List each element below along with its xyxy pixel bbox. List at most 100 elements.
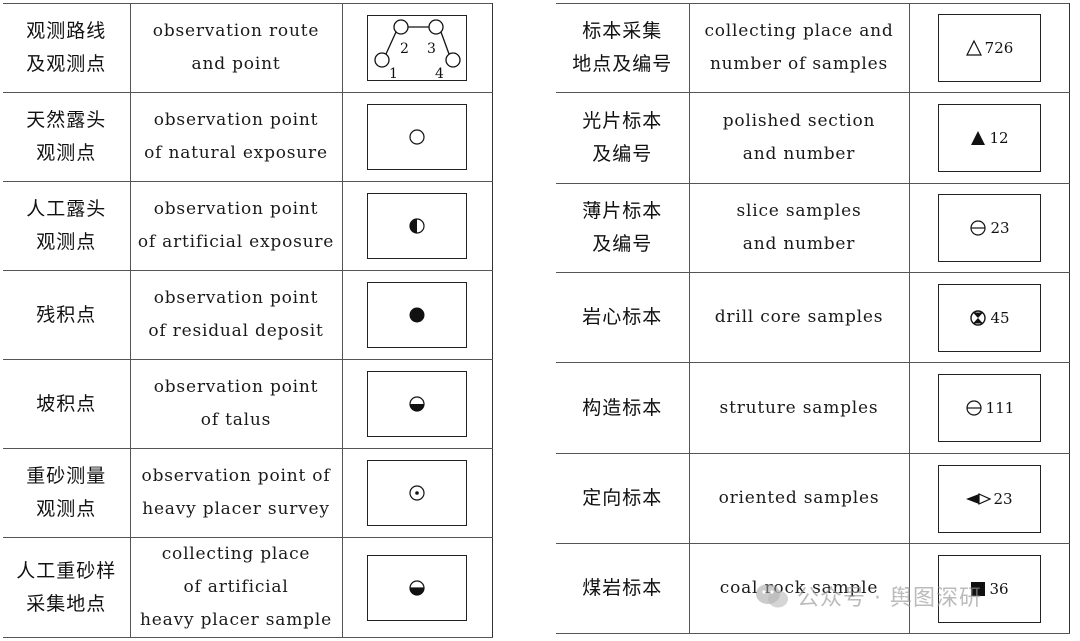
hourglass-circle-icon	[970, 309, 987, 326]
symbol-cell: 36	[908, 543, 1070, 634]
english-term-line: and number	[742, 234, 856, 254]
route-label: 1	[389, 66, 398, 81]
english-term-line: polished section	[722, 111, 876, 131]
symbol-cell: 2 3 1 4	[341, 3, 493, 93]
legend-row: 构造标本 struture samples 111	[556, 362, 1070, 454]
sample-number: 23	[990, 219, 1010, 237]
chinese-term-line: 及编号	[592, 143, 653, 165]
sample-number: 45	[990, 308, 1010, 327]
chinese-term-line: 观测点	[36, 498, 97, 520]
chinese-term: 天然露头观测点	[3, 92, 131, 182]
half-bottom-filled-circle-bar-icon	[409, 579, 425, 596]
symbol-box	[367, 460, 467, 526]
english-term-line: of talus	[200, 410, 272, 430]
chinese-term-line: 观测路线	[26, 20, 107, 42]
english-term: polished section and number	[688, 92, 910, 184]
chinese-term-line: 地点及编号	[572, 53, 673, 75]
sample-number: 111	[985, 399, 1015, 417]
english-term-line: heavy placer survey	[142, 499, 330, 519]
chinese-term-line: 观测点	[36, 231, 97, 253]
symbol-box: 45	[937, 283, 1041, 352]
half-left-filled-circle-icon	[409, 218, 425, 234]
chinese-term-line: 天然露头	[26, 109, 107, 131]
chinese-term-line: 构造标本	[582, 396, 663, 419]
legend-row: 煤岩标本 coal rock sample 36	[556, 543, 1070, 634]
symbol-cell: 23	[908, 183, 1070, 273]
chinese-term: 标本采集地点及编号	[556, 3, 690, 93]
symbol-cell	[341, 181, 493, 271]
english-term-line: collecting place	[161, 544, 311, 564]
legend-row: 岩心标本 drill core samples 45	[556, 272, 1070, 363]
english-term-line: and number	[742, 144, 856, 164]
legend-row: 定向标本 oriented samples 23	[556, 453, 1070, 544]
sample-number: 36	[989, 579, 1009, 598]
english-term-line: observation point	[153, 377, 319, 397]
chinese-term: 光片标本及编号	[556, 92, 690, 184]
english-term: coal rock sample	[688, 543, 910, 634]
english-term-line: observation route	[152, 21, 320, 41]
filled-square-icon	[971, 581, 986, 596]
symbol-cell	[341, 270, 493, 360]
symbol-box	[367, 282, 467, 348]
symbol-cell: 45	[908, 272, 1070, 363]
symbol-cell	[341, 92, 493, 182]
filled-circle-icon	[409, 307, 425, 323]
route-label: 2	[400, 41, 409, 57]
open-triangle-icon	[965, 39, 982, 56]
chinese-term-line: 定向标本	[582, 487, 663, 509]
symbol-box: 23	[937, 194, 1041, 262]
symbol-box: 36	[937, 554, 1041, 623]
sample-number: 12	[989, 129, 1009, 147]
chinese-term: 岩心标本	[556, 272, 690, 363]
symbol-cell: 111	[908, 362, 1070, 454]
filled-triangle-icon	[971, 131, 986, 145]
symbol-box	[367, 104, 467, 170]
circle-bar-icon	[970, 220, 987, 236]
chinese-term-line: 及编号	[592, 233, 653, 255]
chinese-term-line: 残积点	[36, 303, 97, 326]
symbol-box	[367, 371, 467, 437]
english-term: drill core samples	[688, 272, 910, 363]
legend-row: 重砂测量观测点 observation point of heavy placer …	[3, 448, 493, 538]
english-term-line: of residual deposit	[148, 321, 324, 341]
chinese-term: 人工重砂样采集地点	[3, 537, 131, 638]
english-term-line: heavy placer sample	[140, 610, 332, 630]
english-term: observation point of heavy placer survey	[129, 448, 343, 538]
chinese-term: 煤岩标本	[556, 543, 690, 634]
symbol-box	[367, 193, 467, 259]
english-term-line: drill core samples	[714, 307, 884, 327]
route-label: 4	[435, 66, 444, 81]
chinese-term: 定向标本	[556, 453, 690, 544]
route-label: 3	[427, 41, 436, 57]
english-term: struture samples	[688, 362, 910, 454]
symbol-box: 23	[937, 464, 1041, 533]
chinese-term-line: 标本采集	[582, 20, 663, 42]
chinese-term-line: 煤岩标本	[582, 577, 663, 599]
symbol-cell: 23	[908, 453, 1070, 544]
chinese-term-line: 光片标本	[582, 110, 663, 132]
chinese-term: 人工露头观测点	[3, 181, 131, 271]
english-term-line: of artificial exposure	[137, 232, 335, 252]
english-term-line: coal rock sample	[719, 578, 879, 598]
english-term-line: number of samples	[709, 54, 889, 74]
symbol-box	[367, 554, 467, 621]
symbol-box: 2 3 1 4	[367, 15, 467, 81]
chinese-term-line: 采集地点	[26, 592, 107, 615]
english-term: oriented samples	[688, 453, 910, 544]
english-term-line: observation point of	[141, 466, 331, 486]
english-term-line: struture samples	[719, 397, 879, 418]
half-bottom-filled-circle-icon	[409, 396, 425, 412]
chinese-term-line: 重砂测量	[26, 465, 107, 487]
